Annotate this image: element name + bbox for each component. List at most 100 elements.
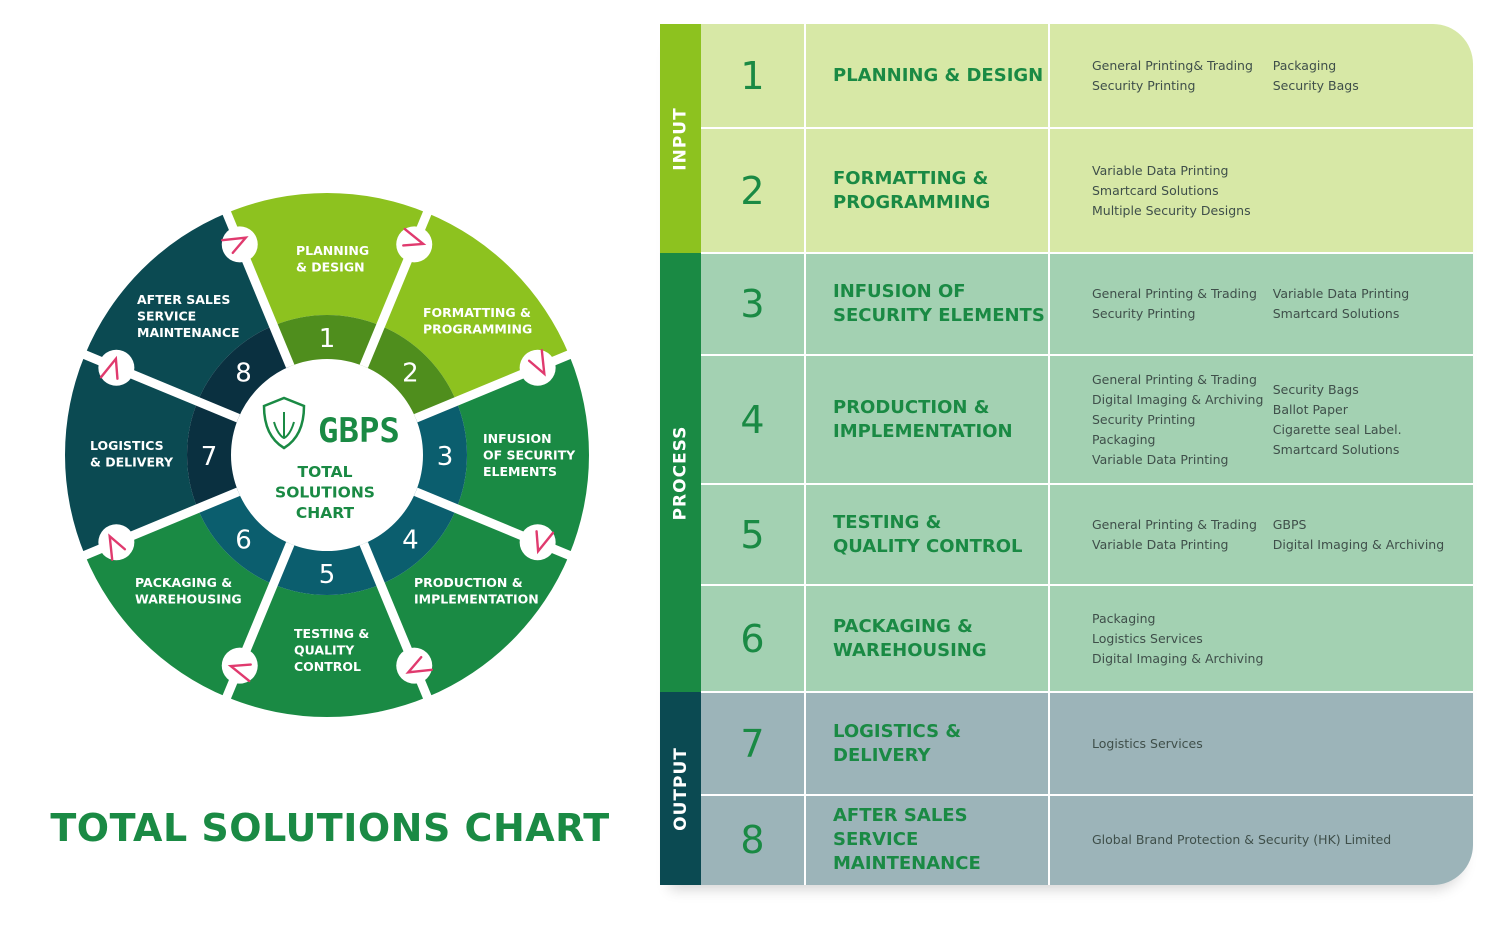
wheel-number-8: 8: [235, 359, 252, 389]
step-name-line: PRODUCTION &: [833, 396, 990, 418]
column-divider: [1048, 355, 1050, 484]
column-divider: [1048, 128, 1050, 253]
group-label: PROCESS: [670, 425, 691, 520]
logo-text: GBPS: [318, 411, 400, 451]
services-column: Logistics Services: [1092, 734, 1463, 754]
chevron-icon: [227, 663, 252, 683]
wheel-segment-2: [380, 212, 570, 402]
wheel-label-2: FORMATTING &: [423, 305, 531, 320]
wheel-label-7: & DELIVERY: [90, 455, 174, 470]
services-column: Global Brand Protection & Security (HK) …: [1092, 830, 1463, 850]
wheel-number-2: 2: [402, 359, 419, 389]
step-name-line: TESTING &: [833, 511, 942, 533]
wheel-number-7: 7: [201, 442, 218, 472]
wheel-label-6: PACKAGING &: [135, 575, 232, 590]
row-divider: [701, 584, 1473, 586]
wheel-label-3: OF SECURITY: [483, 448, 576, 463]
service-item: Logistics Services: [1092, 735, 1203, 751]
wheel-segment-3: [456, 354, 589, 556]
wheel-segment-6: [84, 508, 274, 698]
services-list: Global Brand Protection & Security (HK) …: [1092, 795, 1463, 885]
service-item: Global Brand Protection & Security (HK) …: [1092, 832, 1392, 847]
chevron-icon: [221, 236, 249, 255]
table-row: 1 PLANNING & DESIGN General Printing& Trad…: [701, 24, 1473, 128]
chevron-icon: [405, 655, 433, 674]
group-process: PROCESS: [660, 253, 701, 692]
column-divider: [804, 355, 806, 484]
row-divider: [701, 252, 1473, 254]
step-number: 2: [740, 168, 765, 213]
wheel-segment-8: [84, 212, 274, 402]
service-item: GBPS: [1272, 516, 1307, 532]
wheel-number-1: 1: [319, 324, 336, 354]
wheel-segment-7: [65, 354, 198, 556]
group-output: OUTPUT: [660, 692, 701, 885]
service-item: Variable Data Printing: [1092, 162, 1229, 178]
chevron-icon: [535, 530, 555, 555]
service-item: Digital Imaging & Archiving: [1272, 536, 1445, 552]
service-item: Security Bags: [1272, 381, 1359, 397]
step-name-line: PACKAGING &: [833, 615, 973, 637]
service-item: Digital Imaging & Archiving: [1092, 391, 1264, 407]
column-divider: [804, 795, 806, 885]
step-name-line: PLANNING & DESIGN: [833, 65, 1044, 86]
service-item: Digital Imaging & Archiving: [1092, 650, 1264, 666]
column-divider: [1048, 585, 1050, 692]
chevron-icon: [527, 349, 546, 377]
step-number: 7: [740, 721, 765, 766]
wheel-inner-segment-4: [363, 491, 457, 585]
step-number: 5: [740, 512, 765, 557]
step-name-line: MAINTENANCE: [833, 853, 981, 874]
service-item: General Printing& Trading: [1092, 58, 1253, 73]
center-label-line: SOLUTIONS: [275, 484, 375, 502]
group-label: OUTPUT: [670, 746, 691, 831]
step-number: 1: [740, 54, 765, 98]
column-divider: [1048, 253, 1050, 355]
step-name-line: QUALITY CONTROL: [833, 535, 1023, 557]
step-name-line: WAREHOUSING: [833, 639, 987, 661]
wheel-inner-segment-6: [197, 491, 291, 585]
wheel-label-8: SERVICE: [137, 309, 196, 324]
wheel-label-7: LOGISTICS: [90, 438, 164, 453]
service-item: Security Printing: [1092, 78, 1196, 93]
column-divider: [1048, 484, 1050, 585]
service-item: Variable Data Printing: [1092, 451, 1229, 467]
wheel-inner-segment-1: [273, 315, 381, 367]
wheel-label-4: IMPLEMENTATION: [414, 592, 539, 607]
chevron-icon: [402, 227, 427, 247]
service-item: Security Bags: [1272, 78, 1359, 93]
row-divider: [701, 483, 1473, 485]
service-item: Cigarette seal Label.: [1272, 421, 1402, 437]
row-divider: [701, 127, 1473, 129]
row-divider: [701, 354, 1473, 356]
wheel-number-4: 4: [402, 525, 419, 555]
wheel-segment-5: [226, 584, 428, 717]
column-divider: [1048, 692, 1050, 795]
solutions-table: INPUT PROCESS OUTPUT 1 PLANNING & DESIGN Gene…: [660, 24, 1473, 885]
wheel-label-8: AFTER SALES: [137, 292, 230, 307]
wheel-inner-segment-3: [415, 401, 468, 509]
chart-title: TOTAL SOLUTIONS CHART: [50, 806, 610, 850]
wheel-number-3: 3: [437, 442, 454, 472]
service-item: Packaging: [1272, 58, 1337, 73]
step-name-line: IMPLEMENTATION: [833, 420, 1013, 442]
step-name-line: SECURITY ELEMENTS: [833, 305, 1045, 326]
wheel-segment-4: [380, 508, 570, 698]
group-input: INPUT: [660, 24, 701, 253]
service-item: Security Printing: [1092, 306, 1196, 321]
